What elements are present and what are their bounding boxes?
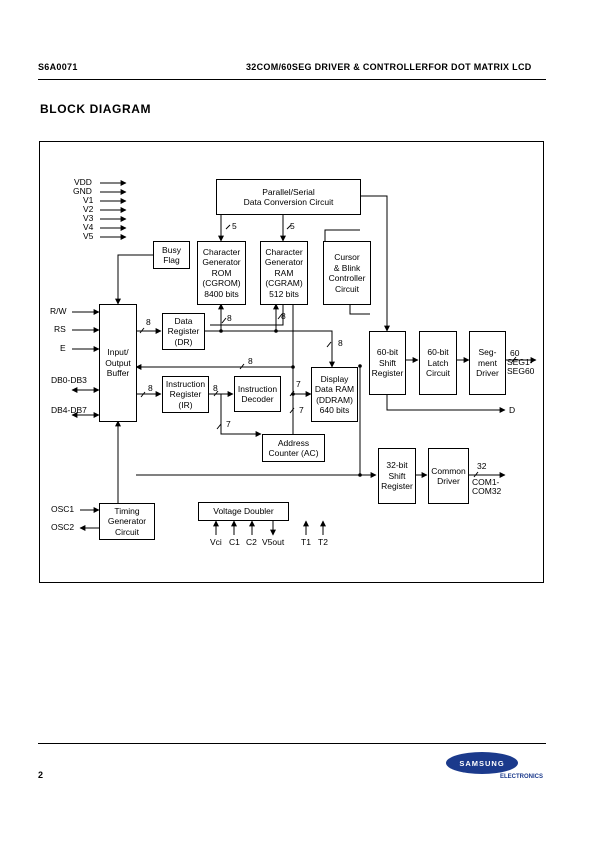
doc-title: 32COM/60SEG DRIVER & CONTROLLERFOR DOT M… xyxy=(246,62,532,72)
pin-gnd: GND xyxy=(73,186,92,196)
cgram-block: Character Generator RAM (CGRAM) 512 bits xyxy=(260,241,308,305)
bus-width-seg-out: 60 xyxy=(510,348,520,358)
signal-seg: SEG1- SEG60 xyxy=(507,357,535,376)
bus-width-ddram-in: 8 xyxy=(338,338,343,348)
pin-c1: C1 xyxy=(229,537,240,547)
signal-rw: R/W xyxy=(50,306,67,316)
pin-v3: V3 xyxy=(83,213,94,223)
signal-e: E xyxy=(60,343,66,353)
pin-t2: T2 xyxy=(318,537,328,547)
parallel-serial-conversion-block: Parallel/Serial Data Conversion Circuit xyxy=(216,179,361,215)
bus-width-cgrom-in: 5 xyxy=(232,221,237,231)
timing-generator-block: Timing Generator Circuit xyxy=(99,503,155,540)
bus-width-dr-in: 8 xyxy=(146,317,151,327)
busy-flag-block: Busy Flag xyxy=(153,241,190,269)
shift-register-32-block: 32-bit Shift Register xyxy=(378,448,416,504)
instruction-decoder-block: Instruction Decoder xyxy=(234,376,281,412)
pin-v5: V5 xyxy=(83,231,94,241)
pin-v5out: V5out xyxy=(262,537,285,547)
pin-v1: V1 xyxy=(83,195,94,205)
bus-width-cgrom-dr: 8 xyxy=(227,313,232,323)
address-counter-block: Address Counter (AC) xyxy=(262,434,325,462)
pin-t1: T1 xyxy=(301,537,311,547)
cgrom-block: Character Generator ROM (CGROM) 8400 bit… xyxy=(197,241,246,305)
cursor-blink-controller-block: Cursor & Blink Controller Circuit xyxy=(323,241,371,305)
ddram-block: Display Data RAM (DDRAM) 640 bits xyxy=(311,367,358,422)
io-buffer-block: Input/ Output Buffer xyxy=(99,304,137,422)
signal-db4-db7: DB4-DB7 xyxy=(51,405,87,415)
signal-d: D xyxy=(509,405,516,415)
header-rule xyxy=(38,79,546,80)
common-driver-block: Common Driver xyxy=(428,448,469,504)
latch-circuit-block: 60-bit Latch Circuit xyxy=(419,331,457,395)
footer-rule xyxy=(38,743,546,744)
signal-osc2: OSC2 xyxy=(51,522,75,532)
bus-width-ir-in: 8 xyxy=(148,383,153,393)
data-register-block: Data Register (DR) xyxy=(162,313,205,350)
signal-rs: RS xyxy=(54,324,66,334)
bus-width-ac-in: 7 xyxy=(226,419,231,429)
section-title: BLOCK DIAGRAM xyxy=(40,102,152,116)
bus-width-ac-ddram-b: 7 xyxy=(299,405,304,415)
pin-vci: Vci xyxy=(210,537,222,547)
instruction-register-block: Instruction Register (IR) xyxy=(162,376,209,413)
samsung-logo: SAMSUNG xyxy=(446,752,518,774)
signal-db0-db3: DB0-DB3 xyxy=(51,375,87,385)
bus-width-com-out: 32 xyxy=(477,461,487,471)
bus-width-cgram-in: 5 xyxy=(290,221,295,231)
pin-vdd: VDD xyxy=(74,177,92,187)
bus-width-cgram-dr: 8 xyxy=(281,311,286,321)
shift-register-60-block: 60-bit Shift Register xyxy=(369,331,406,395)
doc-id: S6A0071 xyxy=(38,62,78,72)
segment-driver-block: Seg- ment Driver xyxy=(469,331,506,395)
pin-v2: V2 xyxy=(83,204,94,214)
pin-c2: C2 xyxy=(246,537,257,547)
signal-com: COM1- COM32 xyxy=(472,477,502,496)
diagram-frame xyxy=(39,141,544,583)
voltage-doubler-block: Voltage Doubler xyxy=(198,502,289,521)
bus-width-idec-in: 8 xyxy=(213,383,218,393)
page-number: 2 xyxy=(38,770,44,780)
logo-subtitle: ELECTRONICS xyxy=(500,774,544,780)
signal-osc1: OSC1 xyxy=(51,504,75,514)
bus-width-ac-ddram-a: 7 xyxy=(296,379,301,389)
bus-width-iob-bus: 8 xyxy=(248,356,253,366)
pin-v4: V4 xyxy=(83,222,94,232)
